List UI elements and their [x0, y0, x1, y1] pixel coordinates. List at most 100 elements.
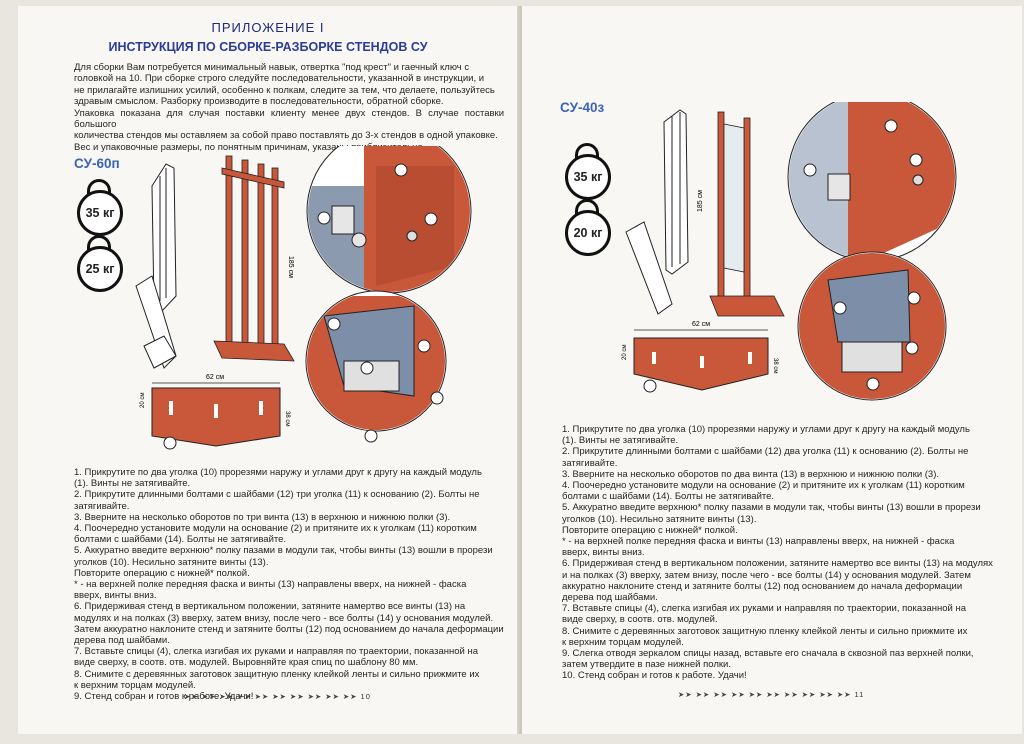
step-line: * - на верхней полке передняя фаска и ви…: [562, 536, 955, 548]
intro-line: головкой на 10. При сборке строго следуй…: [74, 73, 485, 85]
assembly-illustration-su40: 185 см: [622, 102, 957, 401]
packaging-box: [625, 109, 689, 315]
detail-circle-top: [787, 102, 957, 262]
step-line: * - на верхней полке передняя фаска и ви…: [74, 579, 467, 591]
step-line: 8. Снимите с деревянных заготовок защитн…: [562, 625, 968, 637]
top-view-base: 62 см 20 см 38 см: [140, 374, 290, 450]
dimension-label: 20 см: [622, 345, 628, 360]
step-line: виде сверху, в соотв. отв. модулей. Выро…: [74, 657, 419, 669]
step-line: 1. Прикрутите по два уголка (10) прорезя…: [562, 424, 970, 435]
step-line: вверх, винты вниз.: [74, 590, 157, 602]
weight-value: 25 кг: [77, 246, 123, 292]
left-page: ПРИЛОЖЕНИЕ I ИНСТРУКЦИЯ ПО СБОРКЕ-РАЗБОР…: [18, 6, 518, 734]
weight-handle-icon: [87, 179, 111, 194]
intro-line: количества стендов мы оставляем за собой…: [74, 130, 498, 142]
page-footer-left: ➤➤ ➤➤ ➤➤ ➤➤ ➤➤ ➤➤ ➤➤ ➤➤ ➤➤ ➤➤ 10: [184, 692, 371, 701]
intro-line: не прилагайте излишних усилий, особенно …: [74, 84, 495, 96]
weight-handle-icon: [575, 143, 599, 158]
top-view-base: 62 см 20 см 38 см: [622, 321, 778, 393]
fish-ornament-icon: ➤➤ ➤➤ ➤➤ ➤➤ ➤➤ ➤➤ ➤➤ ➤➤ ➤➤ ➤➤: [678, 690, 852, 699]
step-line: 6. Придерживая стенд в вертикальном поло…: [74, 601, 466, 613]
step-line: затягивайте.: [562, 457, 618, 469]
step-line: вверх, винты вниз.: [562, 547, 645, 559]
model-name-su60: СУ-60п: [74, 156, 120, 171]
step-line: 7. Вставьте спицы (4), слегка изгибая их…: [74, 646, 478, 658]
weight-badge-top: 35 кг: [74, 176, 124, 236]
step-line: 8. Снимите с деревянных заготовок защитн…: [74, 668, 480, 680]
step-line: 6. Придерживая стенд в вертикальном поло…: [562, 558, 993, 570]
rack-frame: [709, 111, 785, 317]
step-line: и на полках (3) вверху, затем внизу, пос…: [562, 569, 971, 581]
right-page: СУ-40з 35 кг 20 кг 185 см: [522, 6, 1022, 734]
weight-value: 35 кг: [77, 190, 123, 236]
step-line: модулях и на полках (3) вверху, затем вн…: [74, 612, 494, 624]
steps-list-su60: 1. Прикрутите по два уголка (10) прорезя…: [74, 467, 514, 702]
step-line: дерева под шайбами.: [74, 635, 170, 647]
weight-badge-bottom: 20 кг: [562, 196, 612, 256]
page-footer-right: ➤➤ ➤➤ ➤➤ ➤➤ ➤➤ ➤➤ ➤➤ ➤➤ ➤➤ ➤➤ 11: [678, 690, 864, 699]
detail-circle-top: [306, 146, 472, 294]
step-line: 4. Поочередно установите модули на основ…: [74, 523, 477, 535]
book-gutter: [517, 6, 525, 734]
step-line: 9. Слегка отводя зеркалом спицы назад, в…: [562, 648, 974, 660]
step-line: виде сверху, в соотв. отв. модулей.: [562, 614, 718, 626]
weight-value: 20 кг: [565, 210, 611, 256]
assembly-illustration-su60: 185 см: [135, 146, 472, 450]
packaging-box: [135, 163, 177, 369]
weight-handle-icon: [87, 235, 111, 250]
weight-badge-bottom: 25 кг: [74, 232, 124, 292]
step-line: 10. Стенд собран и готов к работе. Удачи…: [562, 670, 747, 682]
intro-line: здравым смыслом. Разборку производите в …: [74, 96, 444, 108]
page-number: 10: [360, 692, 371, 701]
step-line: затягивайте.: [74, 500, 130, 512]
step-line: Затем аккуратно наклоните стенд и затяни…: [74, 623, 504, 635]
intro-line: Для сборки Вам потребуется минимальный н…: [74, 62, 470, 73]
step-line: 4. Поочередно установите модули на основ…: [562, 480, 965, 492]
height-label: 185 см: [697, 190, 704, 212]
dimension-label: 62 см: [206, 374, 224, 381]
main-title: ИНСТРУКЦИЯ ПО СБОРКЕ-РАЗБОРКЕ СТЕНДОВ СУ: [108, 40, 428, 54]
step-line: Повторите операцию с нижней* полкой.: [74, 567, 250, 579]
step-line: 5. Аккуратно введите верхнюю* полку паза…: [562, 502, 981, 514]
step-line: болтами с шайбами (14). Болты не затягив…: [562, 491, 775, 503]
step-line: 5. Аккуратно введите верхнюю* полку паза…: [74, 545, 493, 557]
height-label: 185 см: [287, 256, 294, 278]
step-line: уголков (10). Несильно затяните винты (1…: [74, 556, 269, 568]
fish-ornament-icon: ➤➤ ➤➤ ➤➤ ➤➤ ➤➤ ➤➤ ➤➤ ➤➤ ➤➤ ➤➤: [184, 692, 358, 701]
step-line: 2. Прикрутите длинными болтами с шайбами…: [562, 446, 969, 458]
step-line: 1. Прикрутите по два уголка (10) прорезя…: [74, 467, 482, 478]
annex-title: ПРИЛОЖЕНИЕ I: [211, 20, 325, 35]
intro-text: Для сборки Вам потребуется минимальный н…: [74, 62, 504, 153]
page-number: 11: [854, 690, 865, 699]
step-line: 3. Вверните на несколько оборотов по три…: [74, 511, 451, 523]
steps-list-su40: 1. Прикрутите по два уголка (10) прорезя…: [562, 424, 1002, 682]
model-name-su40: СУ-40з: [560, 100, 605, 115]
step-line: к верхним торцам модулей.: [74, 679, 196, 691]
step-line: (1). Винты не затягивайте.: [74, 478, 191, 490]
weight-badge-top: 35 кг: [562, 140, 612, 200]
intro-line: Упаковка показана для случая поставки кл…: [74, 107, 504, 131]
dimension-label: 38 см: [284, 411, 290, 426]
step-line: уголков (10). Несильно затяните винты (1…: [562, 513, 757, 525]
rack-frame: [213, 155, 295, 362]
dimension-label: 20 см: [140, 393, 146, 408]
dimension-label: 38 см: [772, 358, 778, 373]
step-line: 3. Вверните на несколько оборотов по два…: [562, 468, 940, 480]
step-line: 9. Стенд собран и готов к работе. Удачи!: [74, 691, 254, 703]
step-line: аккуратно наклоните стенд и затяните бол…: [562, 580, 963, 592]
dimension-label: 62 см: [692, 321, 710, 328]
weight-value: 35 кг: [565, 154, 611, 200]
detail-circle-bottom: [797, 251, 947, 401]
step-line: Повторите операцию с нижней* полкой.: [562, 524, 738, 536]
step-line: дерева под шайбами.: [562, 592, 658, 604]
detail-circle-bottom: [305, 290, 447, 443]
step-line: 7. Вставьте спицы (4), слегка изгибая их…: [562, 603, 966, 615]
step-line: болтами с шайбами (14). Болты не затягив…: [74, 534, 287, 546]
step-line: 2. Прикрутите длинными болтами с шайбами…: [74, 489, 480, 501]
step-line: затем утвердите в пазе нижней полки.: [562, 659, 731, 671]
weight-handle-icon: [575, 199, 599, 214]
step-line: (1). Винты не затягивайте.: [562, 435, 679, 447]
step-line: к верхним торцам модулей.: [562, 636, 684, 648]
intro-line: Вес и упаковочные размеры, по понятным п…: [74, 141, 426, 153]
